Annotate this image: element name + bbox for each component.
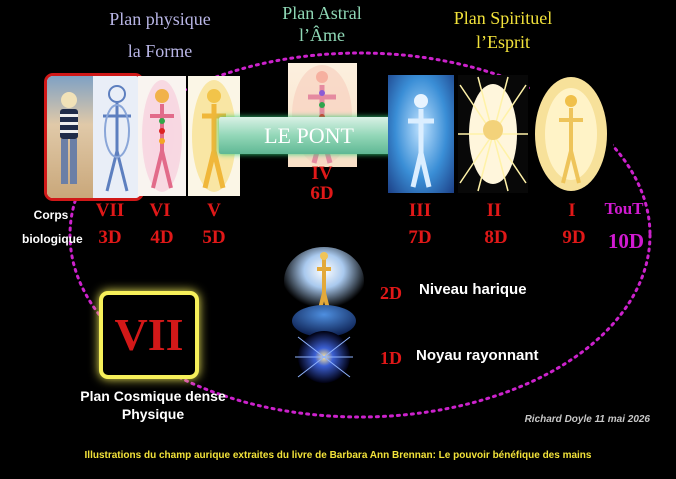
header-spirituel-line1: Plan Spirituel xyxy=(453,8,553,28)
footer-illustration-credit: Illustrations du champ aurique extraites… xyxy=(84,450,592,461)
plan-cosmique-caption: Plan Cosmique dense Physique xyxy=(66,387,240,423)
header-physique-line1: Plan physique xyxy=(109,9,211,29)
ketheric-template-image xyxy=(458,75,528,193)
plan-cosmique-line1: Plan Cosmique dense xyxy=(80,388,226,404)
celestial-body-image xyxy=(388,75,454,193)
header-physique-line2: la Forme xyxy=(127,41,193,61)
level-roman-iii: III xyxy=(408,200,432,221)
mental-figure-icon xyxy=(192,80,236,192)
header-astral-line1: Plan Astral xyxy=(282,3,362,23)
level-dim-10d: 10D xyxy=(607,229,645,253)
hara-core-image xyxy=(283,247,365,383)
level-roman-v: V xyxy=(207,200,221,221)
level-roman-i: I xyxy=(568,200,576,221)
physical-body-image-group xyxy=(44,73,144,201)
noyau-rayonnant-label: Noyau rayonnant xyxy=(416,347,539,364)
corps-biologique-label: Corps biologique xyxy=(22,203,83,251)
plan-cosmique-line2: Physique xyxy=(121,406,185,422)
level-dim-2d: 2D xyxy=(380,283,402,303)
level-dim-1d: 1D xyxy=(380,348,402,368)
level-roman-vii: VII xyxy=(95,200,125,221)
header-spirituel-line2: l’Esprit xyxy=(476,32,530,52)
header-astral-line2: l’Âme xyxy=(299,25,345,45)
header-plan-astral: Plan Astral l’Âme xyxy=(262,2,382,46)
emotional-figure-icon xyxy=(142,80,182,192)
level-dim-6d: 6D xyxy=(310,183,334,204)
level-roman-iv: IV xyxy=(311,163,333,184)
le-pont-bridge-label: LE PONT xyxy=(219,117,399,154)
etheric-body-image xyxy=(93,76,141,198)
level-dim-5d: 5D xyxy=(202,227,226,248)
ketheric-burst-icon xyxy=(458,76,528,192)
level-roman-ii: II xyxy=(486,200,502,221)
header-plan-physique: Plan physique la Forme xyxy=(90,6,230,64)
level-dim-8d: 8D xyxy=(484,227,508,248)
author-credit: Richard Doyle 11 mai 2026 xyxy=(524,414,650,425)
header-plan-spirituel: Plan Spirituel l’Esprit xyxy=(428,6,578,54)
niveau-harique-label: Niveau harique xyxy=(419,281,527,298)
ketheric-egg-icon xyxy=(535,77,607,191)
ketheric-body-image xyxy=(530,75,613,193)
hara-core-globe-icon xyxy=(284,247,364,383)
woman-figure-icon xyxy=(60,92,78,184)
level-dim-7d: 7D xyxy=(408,227,432,248)
level-tout: TouT xyxy=(604,199,644,218)
vii-cosmic-box: VII xyxy=(99,291,199,379)
level-dim-9d: 9D xyxy=(562,227,586,248)
level-dim-3d: 3D xyxy=(98,227,122,248)
vii-box-numeral: VII xyxy=(114,309,184,360)
corps-label-line1: Corps xyxy=(33,208,69,222)
level-roman-vi: VI xyxy=(149,200,171,221)
level-dim-4d: 4D xyxy=(150,227,174,248)
photo-woman-image xyxy=(47,76,93,198)
emotional-body-image xyxy=(138,76,186,196)
etheric-figure-icon xyxy=(103,85,131,192)
mental-body-image xyxy=(188,76,240,196)
celestial-figure-icon xyxy=(408,94,434,188)
corps-label-line2: biologique xyxy=(22,232,83,246)
